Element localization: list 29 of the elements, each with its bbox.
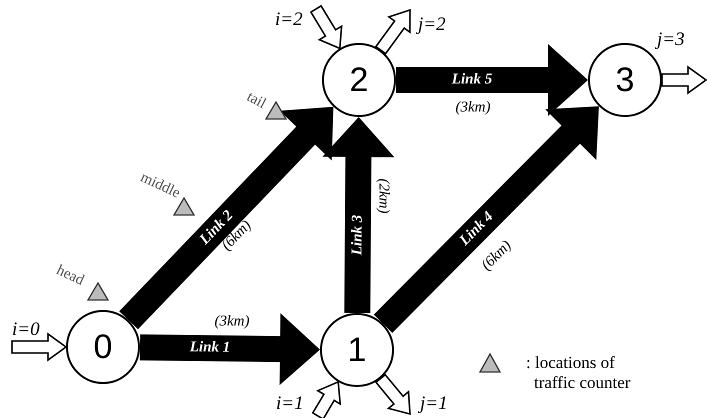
link-arrow: [374, 106, 599, 333]
edge-label: i=0: [12, 320, 40, 339]
edge-label: i=2: [275, 10, 303, 29]
edge-label: Link 5: [452, 72, 492, 88]
edge-label: Link 3: [350, 214, 366, 256]
flow-arrow: [312, 380, 342, 418]
link-arrow: [322, 117, 394, 314]
node-circle: 0: [66, 310, 140, 384]
distance-label: (3km): [214, 314, 250, 330]
edge-label: Link 1: [190, 340, 230, 356]
distance-label: (2km): [376, 178, 390, 214]
legend-text: : locations of traffic counter: [526, 353, 632, 392]
flow-arrow: [374, 8, 411, 55]
flow-arrow: [661, 65, 707, 95]
edge-label: i=1: [276, 394, 304, 413]
node-circle: 1: [320, 313, 394, 387]
flow-arrow: [374, 374, 411, 416]
counter-label: head: [54, 263, 86, 289]
edge-label: j=1: [420, 394, 448, 413]
flow-arrow: [11, 332, 68, 362]
flow-arrow: [310, 4, 343, 50]
counter-label: middle: [138, 170, 182, 202]
distance-label: (3km): [456, 100, 490, 116]
link-arrow: [140, 313, 320, 386]
counter-label: tail: [244, 90, 268, 112]
link-arrow: [119, 106, 334, 330]
node-circle: 2: [322, 43, 396, 117]
link-arrow: [396, 44, 588, 116]
edge-label: j=2: [418, 15, 446, 34]
